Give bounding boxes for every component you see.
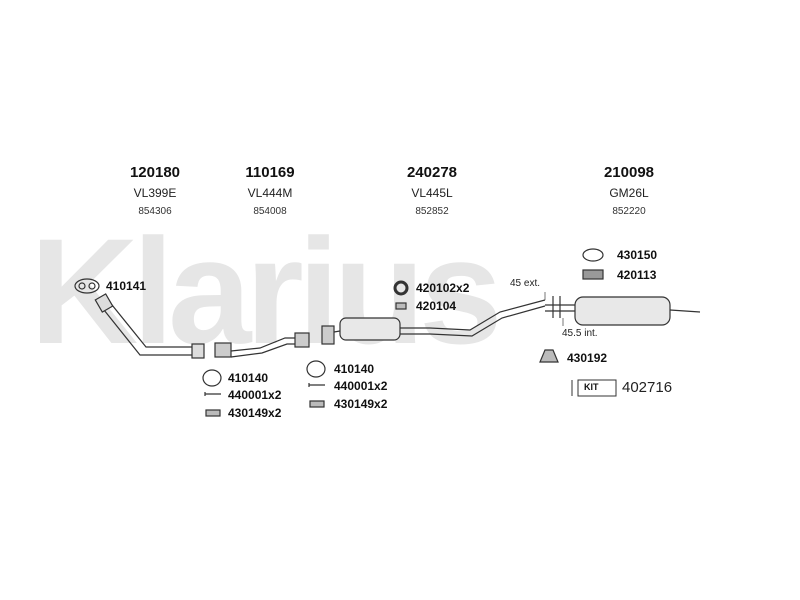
kit-badge-box (571, 379, 617, 397)
intermediate-pipe (214, 332, 310, 358)
oe-number: 852220 (612, 206, 646, 217)
oe-number: 854306 (138, 206, 172, 217)
part-number: 210098 (603, 164, 655, 181)
ring-icon-420102 (393, 280, 409, 296)
bolt-icon-440001-b (308, 383, 325, 387)
accessory-icons (74, 248, 604, 417)
mount-icon-420104 (395, 302, 407, 310)
part-ref: VL445L (411, 186, 453, 200)
center-silencer (321, 299, 546, 345)
accessory-label: 420104 (416, 299, 457, 313)
accessory-label: 410140 (334, 362, 375, 376)
accessory-label: 440001x2 (334, 379, 388, 393)
hanger-icon-430192 (539, 349, 559, 363)
clamp-icon-410140-a (202, 369, 222, 387)
accessory-label: 430149x2 (228, 406, 282, 420)
bolt-icon-440001-a (204, 392, 221, 396)
part-number: 240278 (406, 164, 458, 181)
part-ref: VL399E (133, 186, 177, 200)
mount-icon-430149-b (309, 400, 325, 408)
dimension-leaders (544, 292, 564, 326)
oe-number: 854008 (253, 206, 287, 217)
part-ref: VL444M (247, 186, 293, 200)
brand-watermark: Klarius (30, 207, 503, 375)
accessory-label: 410141 (106, 279, 147, 293)
accessory-label: 430150 (617, 248, 658, 262)
gasket-icon-430150 (582, 248, 604, 262)
accessory-label: 440001x2 (228, 388, 282, 402)
accessory-label: 420102x2 (416, 281, 470, 295)
dimension-ext: 45 ext. (510, 278, 541, 289)
kit-badge: KIT (584, 382, 599, 392)
kit-number: 402716 (622, 379, 673, 396)
part-number: 110169 (245, 164, 295, 181)
front-downpipe (94, 293, 205, 359)
gasket-icon-410141 (74, 278, 100, 294)
accessory-label: 420113 (617, 268, 657, 282)
oe-number: 852852 (415, 206, 449, 217)
mount-icon-430149-a (205, 409, 221, 417)
mount-icon-420113 (582, 269, 604, 280)
accessory-label: 410140 (228, 371, 269, 385)
clamp-icon-410140-b (306, 360, 326, 378)
accessory-label: 430149x2 (334, 397, 388, 411)
dimension-int: 45.5 int. (562, 328, 598, 339)
rear-silencer (545, 296, 701, 326)
accessory-label: 430192 (567, 351, 608, 365)
part-number: 120180 (129, 164, 181, 181)
part-ref: GM26L (609, 186, 649, 200)
